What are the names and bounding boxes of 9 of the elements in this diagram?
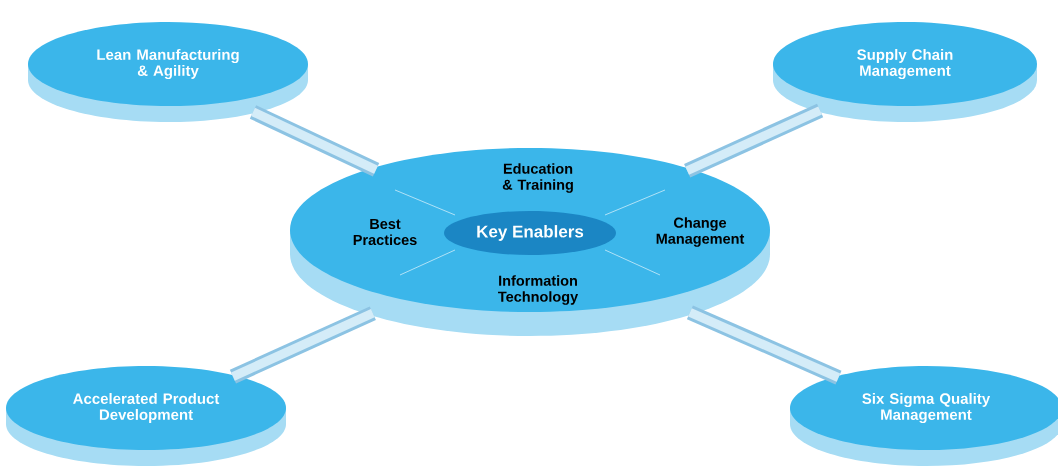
- disc: Supply Chain Management: [773, 22, 1037, 122]
- connector-bar: [684, 103, 824, 178]
- connector-bar: [686, 305, 842, 385]
- connector-bar: [249, 105, 380, 177]
- inner-oval: Key Enablers: [444, 211, 616, 255]
- disc: Six Sigma Quality Management: [790, 366, 1058, 466]
- disc: Accelerated Product Development: [6, 366, 286, 466]
- disc: Lean Manufacturing & Agility: [28, 22, 308, 122]
- connector-bar: [229, 306, 376, 384]
